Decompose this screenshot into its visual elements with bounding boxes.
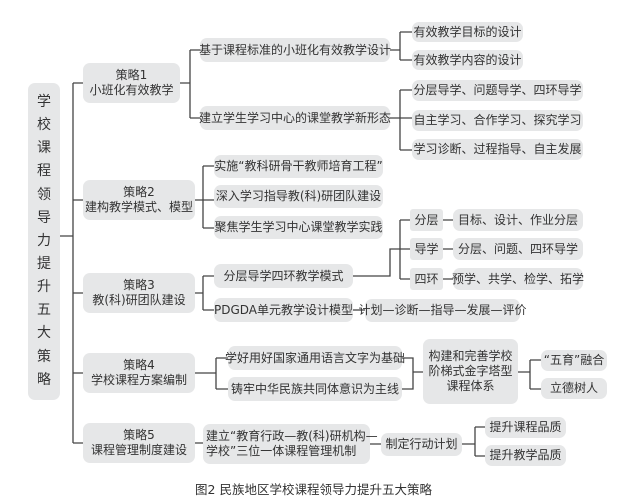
s4-item: 铸牢中华民族共同体意识为主线 (228, 377, 402, 401)
strategy-subtitle: 教(科)研团队建设 (92, 293, 186, 307)
s2-item: 深入学习指导教(科)研团队建设 (214, 185, 383, 208)
strategy-title: 策略2 (123, 185, 155, 199)
s1-classroom-node: 建立学生学习中心的课堂教学新形态 (199, 106, 391, 130)
root-char: 升 (37, 279, 51, 296)
mode-detail: 目标、设计、作业分层 (453, 209, 583, 231)
s2-item: 聚焦学生学习中心课堂教学实践 (214, 216, 383, 239)
root-char: 程 (37, 163, 51, 180)
mechanism-line: 学校”三位一体课程管理机制 (206, 444, 357, 458)
root-char: 策 (37, 348, 51, 365)
s1-classroom-item: 分层导学、问题导学、四环导学 (412, 80, 583, 101)
root-char: 领 (37, 186, 51, 203)
s2-item: 实施“教科研骨干教师培育工程” (214, 155, 383, 178)
strategy-title: 策略5 (123, 428, 155, 442)
mode-label: 导学 (410, 238, 443, 260)
s5-outcome: 提升教学品质 (485, 445, 566, 466)
center-line: 课程体系 (446, 379, 495, 393)
strategy-title: 策略4 (123, 358, 155, 372)
root-char: 学 (37, 94, 51, 111)
strategy-title: 策略3 (123, 278, 155, 292)
s5-mechanism: 建立“教育行政—教(科)研机构—学校”三位一体课程管理机制 (203, 424, 378, 464)
root-char: 略 (37, 371, 51, 388)
root-char: 大 (37, 325, 51, 342)
s1-design-node: 基于课程标准的小班化有效教学设计 (199, 38, 391, 62)
s1-classroom-item: 自主学习、合作学习、探究学习 (412, 110, 583, 131)
root-char: 五 (37, 302, 51, 319)
root-char: 课 (37, 140, 51, 157)
s1-design-item: 有效教学内容的设计 (412, 50, 523, 70)
s4-outcome: “五育”融合 (541, 350, 607, 371)
s3-pdgda-model: PDGDA单元教学设计模型 (214, 298, 353, 322)
figure-caption: 图2 民族地区学校课程领导力提升五大策略 (195, 482, 432, 497)
strategy-title: 策略1 (115, 68, 148, 82)
s1-classroom-item: 学习诊断、过程指导、自主发展 (412, 139, 583, 160)
mode-label: 四环 (410, 268, 443, 290)
strategy-subtitle: 建构教学模式、模型 (84, 200, 193, 214)
mode-detail: 预学、共学、检学、拓学 (452, 268, 584, 290)
strategy-subtitle: 学校课程方案编制 (90, 373, 187, 387)
root-node: 学校课程领导力提升五大策略 (28, 83, 60, 400)
root-char: 校 (37, 117, 51, 134)
mechanism-line: 建立“教育行政—教(科)研机构— (206, 429, 378, 443)
center-line: 阶梯式金字塔型 (428, 364, 513, 378)
s3-teaching-mode: 分层导学四环教学模式 (214, 264, 353, 288)
root-char: 导 (37, 209, 51, 226)
s5-action-plan: 制定行动计划 (381, 433, 462, 456)
root-char: 提 (37, 256, 51, 273)
strategy-subtitle: 课程管理制度建设 (90, 443, 187, 457)
s5-outcome: 提升课程品质 (485, 417, 566, 438)
mode-detail: 分层、问题、四环导学 (453, 238, 583, 260)
s4-item: 学好用好国家通用语言文字为基础 (225, 346, 405, 370)
s4-curriculum-system: 构建和完善学校阶梯式金字塔型课程体系 (423, 339, 518, 404)
s4-outcome: 立德树人 (541, 378, 607, 399)
mode-label: 分层 (410, 209, 443, 231)
strategy-subtitle: 小班化有效教学 (89, 83, 174, 97)
root-char: 力 (37, 232, 51, 249)
center-line: 构建和完善学校 (428, 349, 513, 363)
s3-chain: 计划—诊断—指导—发展—评价 (359, 299, 527, 322)
s1-design-item: 有效教学目标的设计 (412, 22, 523, 42)
